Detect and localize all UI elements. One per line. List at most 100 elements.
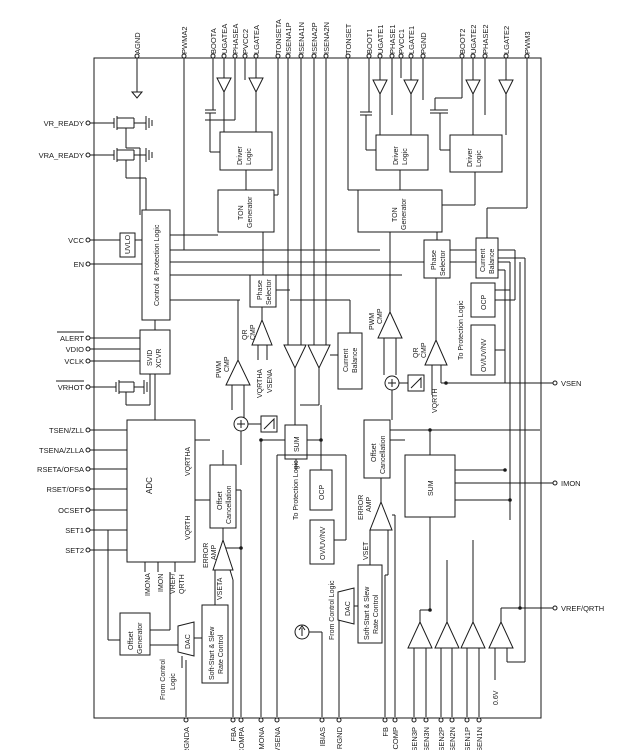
- pin-isena2p: ISENA2P: [310, 22, 319, 345]
- ocp-b-block: OCP: [470, 282, 496, 318]
- sum-a-block: SUM: [284, 424, 308, 460]
- driver-logic-a-label-2: Logic: [246, 148, 253, 165]
- softstart-b-block: Soft-Start & Slew Rate Control: [357, 564, 383, 644]
- pin-label-ugatea: UGATEA: [220, 24, 229, 54]
- error-amp-a: ERROR AMP: [203, 538, 234, 571]
- svid-label-2: XCVR: [156, 349, 163, 368]
- pin-imona: IMONA: [257, 440, 266, 750]
- pin-label-rseta-ofsa: RSETA/OFSA: [37, 465, 84, 474]
- to-protection-b-label: To Protection Logic: [458, 300, 465, 360]
- driver-logic-b2-label-1: Driver: [467, 148, 474, 167]
- pin-tsena-zlla: TSENA/ZLLA: [39, 446, 127, 455]
- softstart-b-label-1: Soft-Start & Slew: [364, 586, 371, 640]
- current-balance-b: Current Balance: [475, 237, 499, 279]
- phase-selector-a: Phase Selector: [249, 274, 277, 308]
- pin-label-vrhot: VRHOT: [58, 383, 85, 392]
- pin-isen1p: ISEN1P: [463, 648, 472, 750]
- pin-vrhot: VRHOT: [56, 380, 116, 392]
- pin-pwm3: PWM3: [523, 32, 532, 208]
- pin-boot2: BOOT2: [458, 29, 467, 78]
- ton-gen-b-label-2: Generator: [401, 198, 408, 230]
- phase-selector-a-label-2: Selector: [266, 279, 273, 305]
- ramp-b: [407, 374, 425, 392]
- adc-vqrtha-label: VQRTHA: [185, 447, 192, 476]
- offset-cancel-a-label-1: Offset: [217, 491, 224, 510]
- offset-cancel-b-label-2: Cancellation: [380, 435, 387, 474]
- error-amp-a-label-2: AMP: [211, 545, 218, 561]
- pin-label-isena2n: ISENA2N: [322, 22, 331, 54]
- pin-label-set1: SET1: [65, 526, 84, 535]
- pin-tonset: TONSET: [344, 23, 353, 190]
- pin-isena2n: ISENA2N: [322, 22, 331, 345]
- pin-label-set2: SET2: [65, 546, 84, 555]
- pin-label-ugate2: UGATE2: [469, 25, 478, 54]
- pin-phasea: PHASEA: [231, 24, 240, 112]
- phase-selector-b: Phase Selector: [423, 239, 451, 279]
- pin-label-ocset: OCSET: [58, 506, 84, 515]
- from-control-b-label: From Control Logic: [329, 580, 336, 640]
- pin-alert: ALERT: [57, 331, 140, 343]
- pin-label-isena1p: ISENA1P: [284, 22, 293, 54]
- offset-cancel-a-label-2: Cancellation: [226, 485, 233, 524]
- pin-rseta-ofsa: RSETA/OFSA: [37, 465, 127, 474]
- pin-pgnd: PGND: [419, 32, 428, 92]
- softstart-a-label-2: Rate Control: [218, 634, 225, 674]
- pin-label-imona: IMONA: [257, 727, 266, 750]
- from-control-label-2: Logic: [170, 673, 177, 690]
- adc-block: ADC VQRTHA VQRTH: [126, 419, 196, 563]
- pin-set1: SET1: [65, 526, 127, 535]
- pin-isen1n: ISEN1N: [475, 648, 484, 750]
- pwm-cmp-b: PWM CMP: [369, 308, 403, 339]
- driver-logic-a-label-1: Driver: [237, 146, 244, 165]
- vsena-signal-label: VSENA: [267, 369, 274, 393]
- top-pin-group: AGND PWMA2 BOOTA UGATEA PHASEA PVCC2 LGA…: [130, 19, 532, 345]
- pin-pvcc1: PVCC1: [397, 29, 406, 78]
- dac-b-label: DAC: [345, 601, 352, 616]
- svid-label-1: SVID: [147, 350, 154, 366]
- vqrtha-label: VQRTHA: [257, 369, 264, 398]
- gate-drivers-b: [360, 78, 514, 151]
- phase-selector-b-label-2: Selector: [440, 250, 447, 276]
- pin-label-tsen-zll: TSEN/ZLL: [49, 426, 84, 435]
- ton-generator-b: TON Generator: [357, 189, 443, 233]
- to-protection-a-label: To Protection Logic: [293, 460, 300, 520]
- pin-vsen: VSEN: [446, 379, 581, 388]
- current-sense-amps-a: [283, 344, 338, 425]
- pin-label-fba: FBA: [229, 727, 238, 742]
- driver-logic-b1-label-1: Driver: [393, 146, 400, 165]
- pin-label-boot1: BOOT1: [365, 29, 374, 54]
- pin-isen2n: ISEN2N: [448, 648, 457, 750]
- pwm-cmp-a: PWM CMP: [216, 356, 251, 386]
- pin-fb: FB: [381, 575, 390, 737]
- pin-label-vdio: VDIO: [66, 345, 85, 354]
- pin-isena1p: ISENA1P: [284, 22, 293, 345]
- pwm-cmp-a-label-2: CMP: [224, 356, 231, 372]
- ov-uv-nv-a-label: OV/UV/NV: [320, 526, 327, 560]
- pin-isen3n: ISEN3N: [422, 648, 431, 750]
- pin-label-vr-ready: VR_READY: [44, 119, 84, 128]
- adc-vref-label-1: VREF/: [170, 573, 177, 594]
- ov-uv-nv-a-block: OV/UV/NV: [309, 519, 335, 565]
- pin-isen3p: ISEN3P: [410, 648, 419, 750]
- qr-cmp-b-label-2: CMP: [421, 342, 428, 358]
- left-pin-group: VR_READY VRA_READY VCC EN ALERT VDIO VCL…: [37, 119, 142, 555]
- pin-vr-ready: VR_READY: [44, 119, 114, 128]
- offset-generator-block: Offset Generator: [119, 612, 151, 656]
- bottom-pin-group: RGNDA FBA COMPA IMONA VSENA IBIAS RGND: [182, 440, 484, 750]
- pin-label-isen2n: ISEN2N: [448, 727, 457, 750]
- vref-06-label: 0.6V: [493, 690, 500, 705]
- pin-vclk: VCLK: [64, 357, 140, 366]
- pin-fba: FBA: [229, 580, 238, 742]
- pwm-cmp-b-label-2: CMP: [377, 308, 384, 324]
- pin-label-vsen: VSEN: [561, 379, 581, 388]
- pin-label-rgnda: RGNDA: [182, 727, 191, 750]
- pin-label-ugate1: UGATE1: [376, 25, 385, 54]
- error-amp-b-label-1: ERROR: [358, 495, 365, 520]
- vset-label: VSET: [363, 541, 370, 560]
- pin-label-lgate2: LGATE2: [502, 26, 511, 54]
- pin-label-phase1: PHASE1: [388, 24, 397, 54]
- current-balance-a: Current Balance: [337, 332, 363, 390]
- phase-selector-a-label-1: Phase: [257, 280, 264, 300]
- pin-ugate2: UGATE2: [469, 25, 478, 80]
- pin-label-rgnd: RGND: [335, 726, 344, 749]
